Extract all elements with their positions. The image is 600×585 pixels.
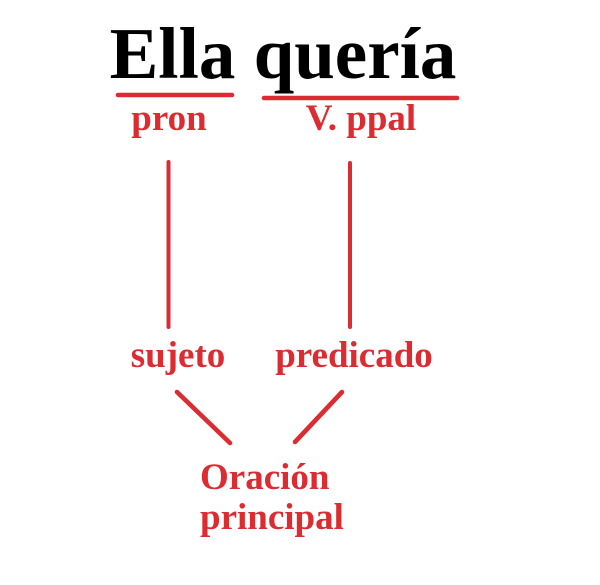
function-label-sujeto: sujeto — [130, 335, 226, 376]
pos-label-pron: pron — [131, 98, 207, 139]
sentence-title: Ella quería — [109, 13, 457, 94]
pos-label-v-ppal: V. ppal — [305, 98, 417, 139]
function-label-predicado: predicado — [275, 335, 433, 376]
connector-sujeto-oracion — [174, 389, 233, 446]
connector-predicado-oracion — [292, 389, 345, 445]
root-label-line2: principal — [200, 497, 344, 538]
root-label-oracion-principal: Oración principal — [200, 458, 344, 538]
root-label-line1: Oración — [200, 457, 330, 498]
